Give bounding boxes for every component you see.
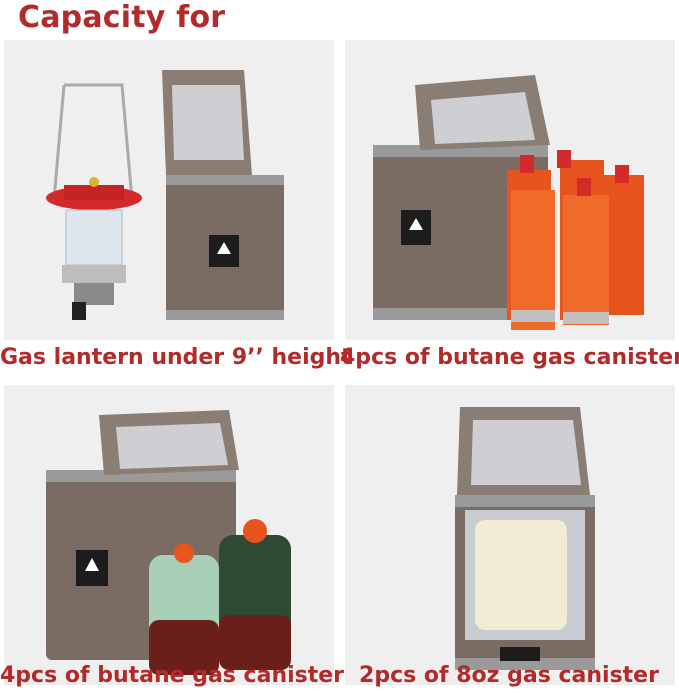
caption-butane: 4pcs of butane gas canister (340, 345, 679, 370)
canister-group (507, 150, 644, 330)
caption-screw-canisters: 4pcs of butane gas canister (0, 663, 345, 688)
brand-patch (500, 647, 540, 661)
screw-canister-illustration (46, 410, 291, 675)
lantern-globe (65, 209, 123, 266)
caption-inside-canister: 2pcs of 8oz gas canister (359, 663, 659, 688)
canister-cream (475, 520, 567, 630)
bag-top-trim (166, 175, 284, 185)
page-heading: Capacity for (18, 0, 226, 35)
inside-canister-illustration (455, 407, 595, 670)
panel-inside-canister (345, 385, 675, 685)
bag-body (373, 145, 548, 320)
panel-lantern (4, 40, 334, 340)
panel-screw-canisters (4, 385, 334, 685)
lantern-bag-illustration (46, 70, 284, 320)
mesh-pocket (172, 85, 244, 160)
lantern-handle (52, 83, 134, 201)
caption-lantern: Gas lantern under 9’’ height (0, 345, 352, 370)
butane-bag-illustration (373, 75, 644, 330)
panel-butane (345, 40, 675, 340)
